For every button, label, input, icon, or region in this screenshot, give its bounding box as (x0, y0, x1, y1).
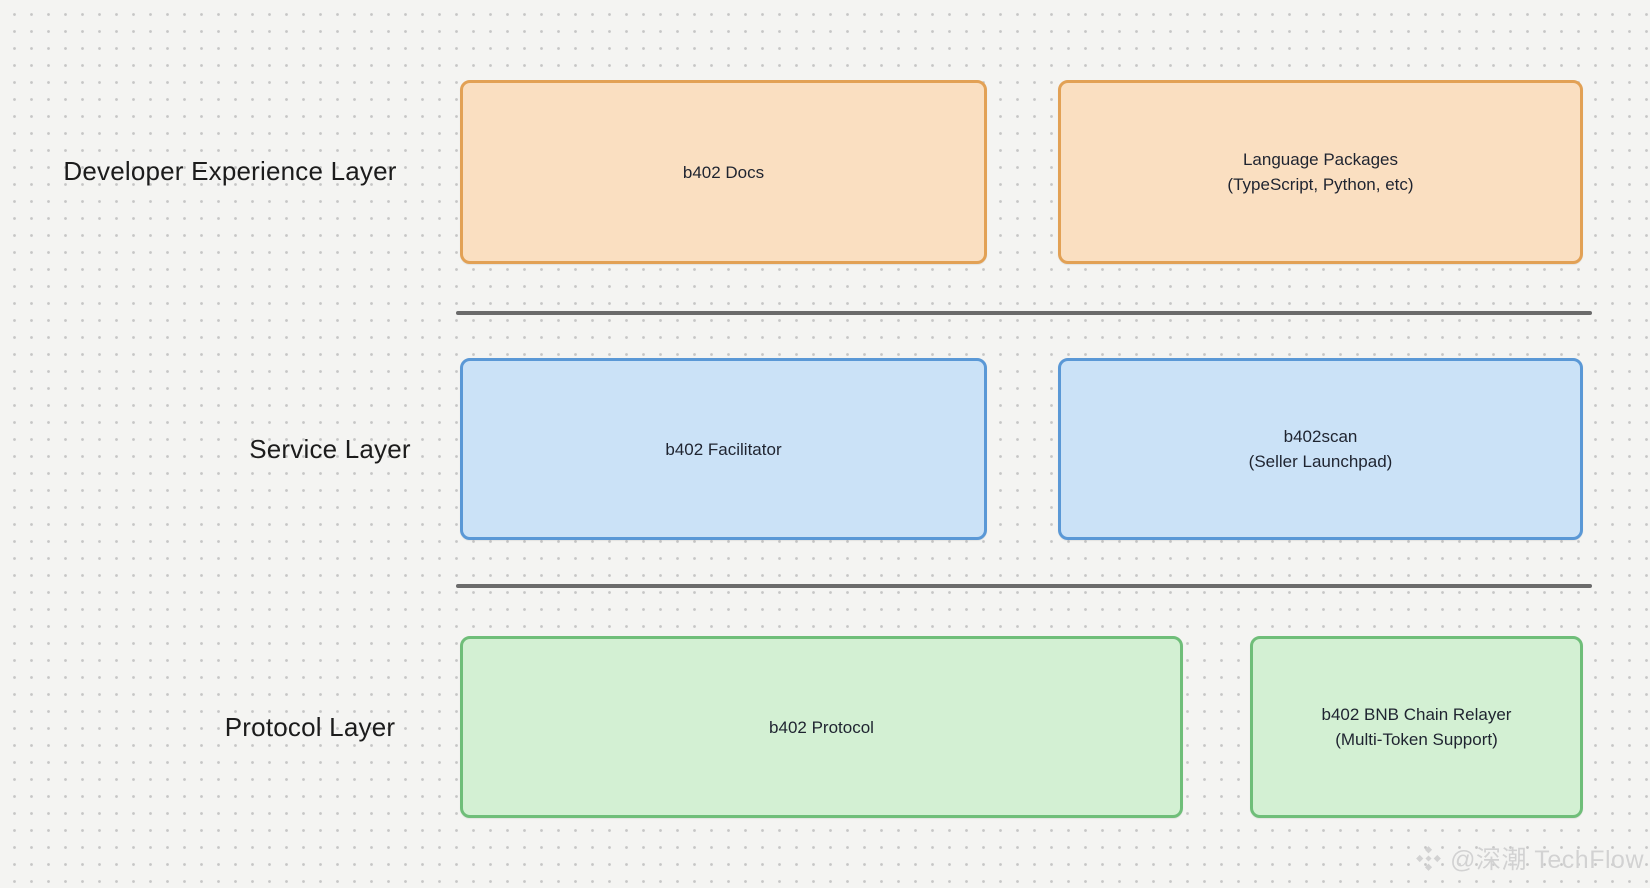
layer-label-service: Service Layer (249, 434, 411, 464)
watermark-text: @深潮 TechFlow (1450, 846, 1644, 874)
box-b402-docs: b402 Docs (460, 80, 987, 264)
box-text-line: b402 Facilitator (665, 439, 782, 459)
box-b402-facilitator: b402 Facilitator (460, 358, 987, 540)
layer-divider-2 (456, 584, 1592, 588)
box-text-line: b402 BNB Chain Relayer (1321, 705, 1512, 724)
box-text-line: (Multi-Token Support) (1335, 730, 1498, 749)
bnb-diamond-icon (1416, 845, 1441, 871)
box-b402scan: b402scan (Seller Launchpad) (1058, 358, 1583, 540)
watermark: @深潮 TechFlow (1415, 840, 1644, 876)
layer-label-developer-experience: Developer Experience Layer (63, 156, 397, 186)
box-b402-protocol: b402 Protocol (460, 636, 1183, 818)
box-text-line: b402 Protocol (769, 717, 874, 737)
box-text-line: b402 Docs (682, 162, 765, 182)
box-text-line: (TypeScript, Python, etc) (1227, 175, 1414, 194)
layer-label-protocol: Protocol Layer (224, 712, 396, 742)
box-b402-docs-text: b402 Docs (683, 160, 764, 185)
box-text-line: Language Packages (1242, 150, 1398, 169)
layer-divider-1 (456, 311, 1592, 315)
box-bnb-chain-relayer-text: b402 BNB Chain Relayer (Multi-Token Supp… (1322, 702, 1512, 752)
box-bnb-chain-relayer: b402 BNB Chain Relayer (Multi-Token Supp… (1250, 636, 1583, 818)
box-b402scan-text: b402scan (Seller Launchpad) (1249, 424, 1393, 474)
box-text-line: b402scan (1283, 427, 1358, 446)
box-language-packages: Language Packages (TypeScript, Python, e… (1058, 80, 1583, 264)
box-b402-protocol-text: b402 Protocol (769, 715, 874, 740)
box-language-packages-text: Language Packages (TypeScript, Python, e… (1227, 147, 1413, 197)
box-text-line: (Seller Launchpad) (1248, 452, 1393, 471)
box-b402-facilitator-text: b402 Facilitator (665, 437, 781, 462)
